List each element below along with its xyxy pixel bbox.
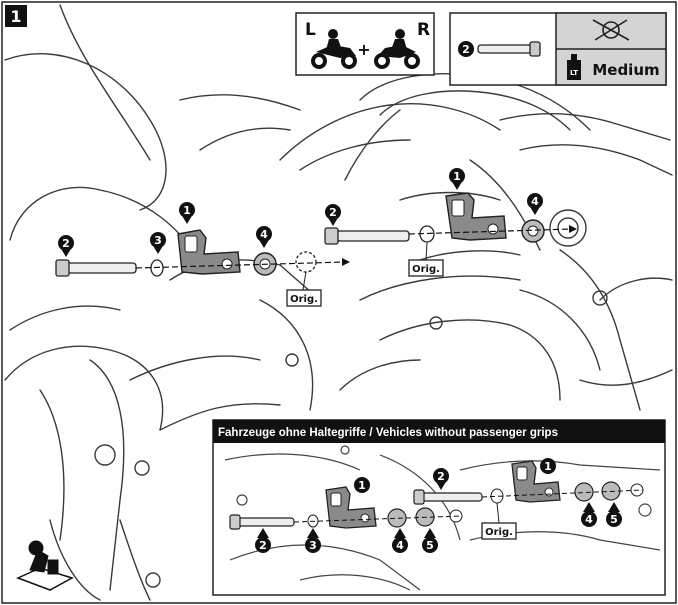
threadlocker-strength: Medium — [592, 61, 659, 79]
svg-text:Orig.: Orig. — [412, 264, 440, 275]
svg-text:3: 3 — [154, 234, 162, 247]
assembly-axis-left — [135, 261, 346, 269]
threadlocker-box: 2 LT Medium — [449, 12, 667, 86]
inset-callout-1-right: 1 — [540, 458, 556, 474]
callout-1-right: 1 — [449, 168, 465, 190]
svg-text:1: 1 — [544, 460, 552, 473]
main-assembly-right — [324, 192, 577, 245]
plus-sign: + — [357, 40, 370, 59]
main-assembly-left — [55, 229, 350, 277]
svg-text:4: 4 — [260, 228, 268, 241]
inset-callout-4-right: 4 — [581, 502, 597, 527]
bolt-icon — [477, 41, 541, 57]
inset-bolt-2-right — [419, 492, 483, 502]
svg-text:Orig.: Orig. — [290, 294, 318, 305]
no-torque-wrench-icon — [592, 19, 630, 41]
svg-text:3: 3 — [309, 539, 317, 552]
callout-1-left: 1 — [179, 202, 195, 224]
svg-text:Orig.: Orig. — [485, 527, 513, 538]
orig-label-right: Orig. — [408, 242, 444, 277]
svg-text:2: 2 — [437, 470, 445, 483]
svg-text:1: 1 — [453, 170, 461, 183]
assembly-axis-right — [408, 228, 573, 235]
inset-callout-4-left: 4 — [392, 528, 408, 553]
svg-text:4: 4 — [585, 513, 593, 526]
svg-text:1: 1 — [183, 204, 191, 217]
callout-2-left: 2 — [58, 235, 74, 257]
motorcycle-right-icon — [374, 29, 420, 69]
orig-label-left: Orig. — [286, 271, 322, 307]
inset-bolt-2-left — [237, 517, 295, 527]
inset-callout-5-right: 5 — [606, 502, 622, 527]
inset-callout-2-right: 2 — [433, 468, 449, 490]
bolt-part-2 — [57, 262, 137, 274]
right-side-label: R — [417, 20, 430, 40]
inset-panel: Fahrzeuge ohne Haltegriffe / Vehicles wi… — [212, 419, 666, 596]
stand-icon — [16, 540, 74, 591]
svg-text:2: 2 — [329, 206, 337, 219]
svg-text:2: 2 — [462, 43, 470, 56]
inset-title: Fahrzeuge ohne Haltegriffe / Vehicles wi… — [218, 427, 558, 439]
callout-3-left: 3 — [150, 232, 166, 254]
inset-callout-2-left: 2 — [255, 528, 271, 553]
svg-text:1: 1 — [358, 479, 366, 492]
svg-text:2: 2 — [62, 237, 70, 250]
svg-text:5: 5 — [610, 513, 618, 526]
inset-spacer-4-left — [387, 508, 407, 528]
callout-bolt-2 — [458, 41, 474, 57]
inset-callout-1-left: 1 — [354, 477, 370, 493]
callout-4-right: 4 — [527, 193, 543, 215]
svg-text:2: 2 — [259, 539, 267, 552]
threadlocker-bottle-icon: LT — [567, 54, 581, 80]
motorcycle-left-icon — [311, 29, 357, 69]
inset-line-art — [224, 445, 661, 591]
inset-callout-3-left: 3 — [305, 528, 321, 553]
callout-2-right: 2 — [325, 204, 341, 226]
inset-spacer-4-right — [574, 482, 594, 502]
bolt-part-2-right — [336, 230, 410, 242]
original-nut-left — [295, 251, 317, 273]
svg-text:4: 4 — [396, 539, 404, 552]
side-legend: L R + — [295, 12, 435, 76]
inset-callout-5-left: 5 — [422, 528, 438, 553]
svg-text:LT: LT — [570, 69, 578, 77]
step-number: 1 — [10, 7, 21, 26]
inset-callouts: 1 2 3 4 5 1 2 4 5 — [255, 458, 622, 553]
step-number-box — [5, 5, 27, 27]
left-side-label: L — [305, 20, 316, 40]
inset-orig-label: Orig. — [481, 502, 517, 540]
svg-text:4: 4 — [531, 195, 539, 208]
callout-4-left: 4 — [256, 226, 272, 248]
washer-part-3 — [150, 259, 164, 277]
main-callouts: 1 2 3 4 1 2 4 — [58, 168, 543, 257]
svg-text:5: 5 — [426, 539, 434, 552]
